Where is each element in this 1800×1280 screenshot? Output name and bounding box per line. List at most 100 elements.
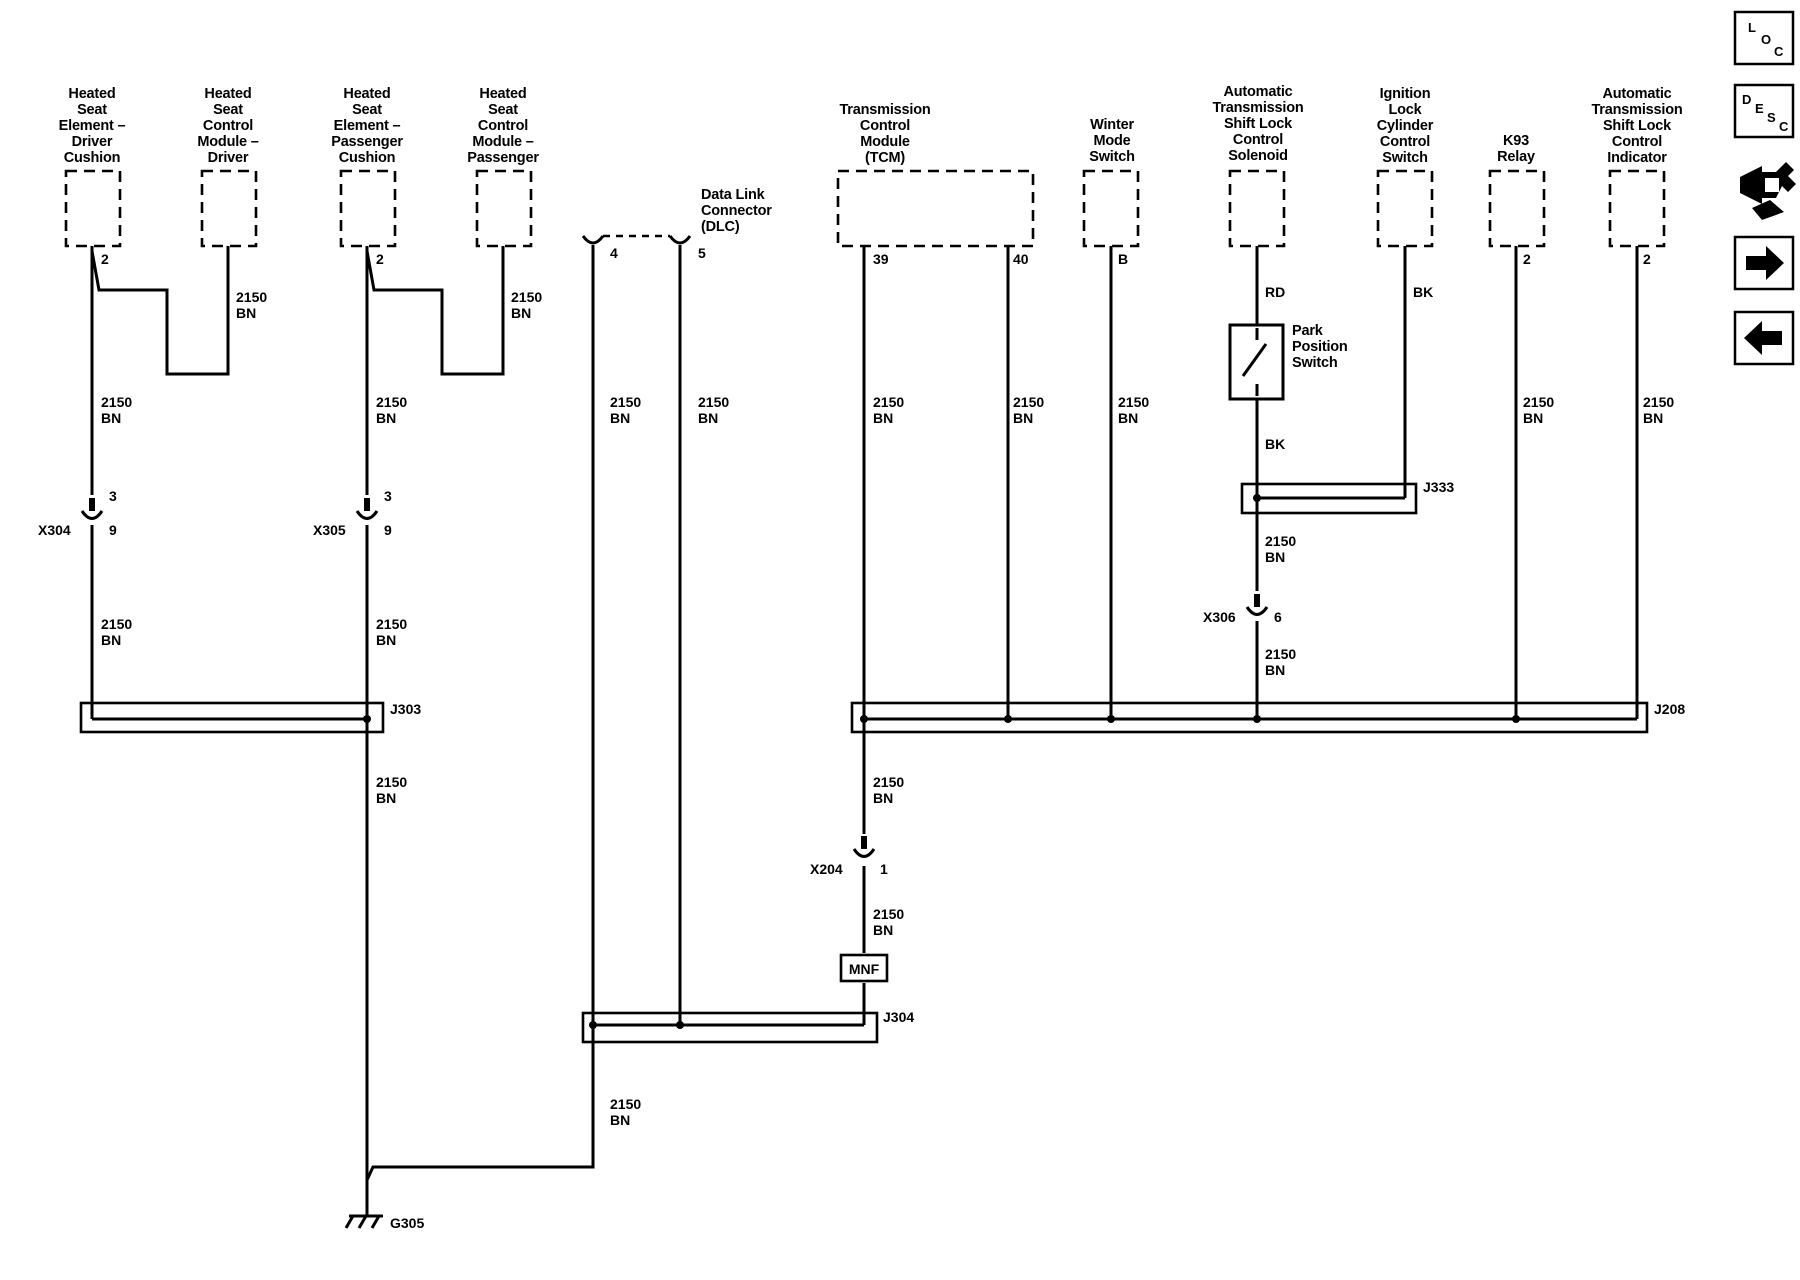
mnf-marker: MNF [839, 953, 889, 983]
ground-g305: G305 [344, 1025, 595, 1231]
svg-text:1: 1 [880, 861, 888, 877]
wire-color-code: BN [376, 790, 396, 806]
wire-color-code: BN [1265, 662, 1285, 678]
svg-text:C: C [1779, 119, 1789, 134]
component-label-line: Ignition [1380, 86, 1431, 102]
wire-color-bk-solenoid: BK [1265, 436, 1285, 452]
pin-label: 4 [610, 245, 618, 261]
park-position-switch: Park Position Switch [1228, 323, 1348, 401]
component-label-line: Data Link [701, 187, 766, 203]
component-label-line: Element – [334, 118, 401, 134]
component-label-line: Heated [343, 86, 390, 102]
nav-location-button[interactable]: L O C [1733, 10, 1795, 66]
component-box-tcm [836, 169, 1035, 248]
component-label-line: Seat [213, 102, 243, 118]
wire-circuit-number: 2150 [698, 394, 729, 410]
wire-circuit-number: 2150 [610, 394, 641, 410]
svg-text:G305: G305 [390, 1215, 424, 1231]
component-label-line: Cushion [339, 150, 396, 166]
component-label-line: Automatic [1223, 84, 1292, 100]
connector-x304 [80, 498, 104, 520]
nav-description-button[interactable]: D E S C [1733, 83, 1795, 139]
wire-circuit-number: 2150 [1643, 394, 1674, 410]
splice-j333: J333 [1240, 479, 1454, 515]
component-box-heated-seat-module-driver [200, 169, 258, 248]
splice-j208: J208 [850, 701, 1685, 734]
component-label-line: Cushion [64, 150, 121, 166]
wire-circuit-number: 2150 [101, 616, 132, 632]
wire-circuit-number: 2150 [610, 1096, 641, 1112]
component-label-line: Seat [352, 102, 382, 118]
wire-circuit-number: 2150 [1118, 394, 1149, 410]
svg-text:MNF: MNF [849, 961, 880, 977]
wire-color-code: BN [698, 410, 718, 426]
connector-x204: X204 1 [810, 836, 888, 877]
wire-circuit-number: 2150 [101, 394, 132, 410]
wire-color-code: BN [511, 305, 531, 321]
component-label-line: Transmission [1212, 100, 1303, 116]
pin-label: 2 [101, 251, 109, 267]
component-label-line: Driver [72, 134, 113, 150]
component-label-line: Cylinder [1377, 118, 1434, 134]
connector-x305-bottom-pin: 9 [384, 522, 392, 538]
component-label-line: Switch [1089, 149, 1135, 165]
wire-color-code: BN [873, 790, 893, 806]
component-label-line: Passenger [331, 134, 403, 150]
wire-circuit-number: 2150 [376, 394, 407, 410]
connector-x304-name: X304 [38, 522, 71, 538]
svg-text:J333: J333 [1423, 479, 1454, 495]
connector-x304-top-pin: 3 [109, 488, 117, 504]
component-label-line: Driver [208, 150, 249, 166]
component-box-heated-seat-element-passenger [339, 169, 397, 248]
component-label-line: Connector [701, 203, 772, 219]
svg-text:O: O [1761, 32, 1771, 47]
wire-color-code: BN [101, 632, 121, 648]
pin-label: 39 [873, 251, 889, 267]
pin-label: B [1118, 251, 1128, 267]
component-label-line: Module – [472, 134, 533, 150]
component-label-line: Shift Lock [1603, 118, 1672, 134]
nav-connector-wrench-icon[interactable] [1740, 162, 1796, 220]
component-label-line: Control [478, 118, 528, 134]
pin-label: 5 [698, 245, 706, 261]
wire-circuit-number: 2150 [1265, 646, 1296, 662]
svg-text:S: S [1767, 110, 1776, 125]
connector-x306: X306 6 [1203, 594, 1282, 625]
svg-text:Switch: Switch [1292, 355, 1338, 371]
wire-color-code: BN [1643, 410, 1663, 426]
component-label-line: Heated [204, 86, 251, 102]
component-label-line: Passenger [467, 150, 539, 166]
wire-labels: 2150BN2150BN2150BN2150BN2150BN2150BN2150… [101, 289, 1674, 1128]
wire-color-code: BN [1265, 549, 1285, 565]
component-label-line: Module [860, 134, 910, 150]
svg-text:X306: X306 [1203, 609, 1236, 625]
pin-label: 40 [1013, 251, 1029, 267]
wire-circuit-number: 2150 [236, 289, 267, 305]
component-box-shift-lock-indicator [1608, 169, 1666, 248]
connector-x305 [355, 498, 379, 520]
component-label-line: Solenoid [1228, 148, 1288, 164]
component-label-line: Shift Lock [1224, 116, 1293, 132]
component-label-line: Lock [1388, 102, 1422, 118]
component-label-line: Transmission [839, 102, 930, 118]
nav-previous-arrow-icon[interactable] [1733, 310, 1795, 366]
wire-circuit-number: 2150 [1265, 533, 1296, 549]
component-label-line: Control [1612, 134, 1662, 150]
component-label-line: Seat [488, 102, 518, 118]
component-label-line: Control [1233, 132, 1283, 148]
connector-x305-name: X305 [313, 522, 346, 538]
dlc-connector [581, 234, 692, 1025]
component-label-line: Switch [1382, 150, 1428, 166]
nav-next-arrow-icon[interactable] [1733, 235, 1795, 291]
connector-x304-bottom-pin: 9 [109, 522, 117, 538]
component-label-line: Control [1380, 134, 1430, 150]
svg-text:L: L [1748, 20, 1756, 35]
wire-color-rd: RD [1265, 284, 1285, 300]
component-box-ignition-lock-switch [1376, 169, 1434, 248]
